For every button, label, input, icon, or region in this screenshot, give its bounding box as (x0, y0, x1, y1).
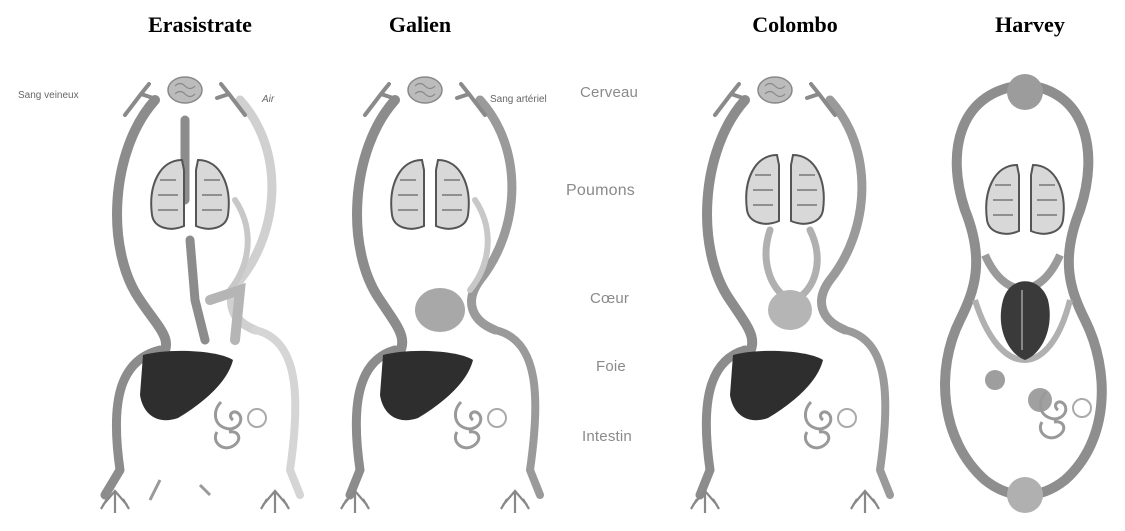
label-coeur: Cœur (590, 290, 629, 307)
label-cerveau: Cerveau (580, 84, 638, 101)
diagram-colombo (691, 77, 890, 513)
label-foie: Foie (596, 358, 626, 375)
label-intestin: Intestin (582, 428, 632, 445)
label-air: Air (262, 94, 274, 105)
label-sang-arteriel: Sang artériel (490, 94, 547, 105)
diagram-harvey (945, 74, 1102, 513)
diagram-galien (341, 77, 540, 513)
diagram-erasistrate (101, 77, 300, 513)
label-sang-veineux: Sang veineux (18, 90, 79, 101)
label-poumons: Poumons (566, 182, 635, 200)
